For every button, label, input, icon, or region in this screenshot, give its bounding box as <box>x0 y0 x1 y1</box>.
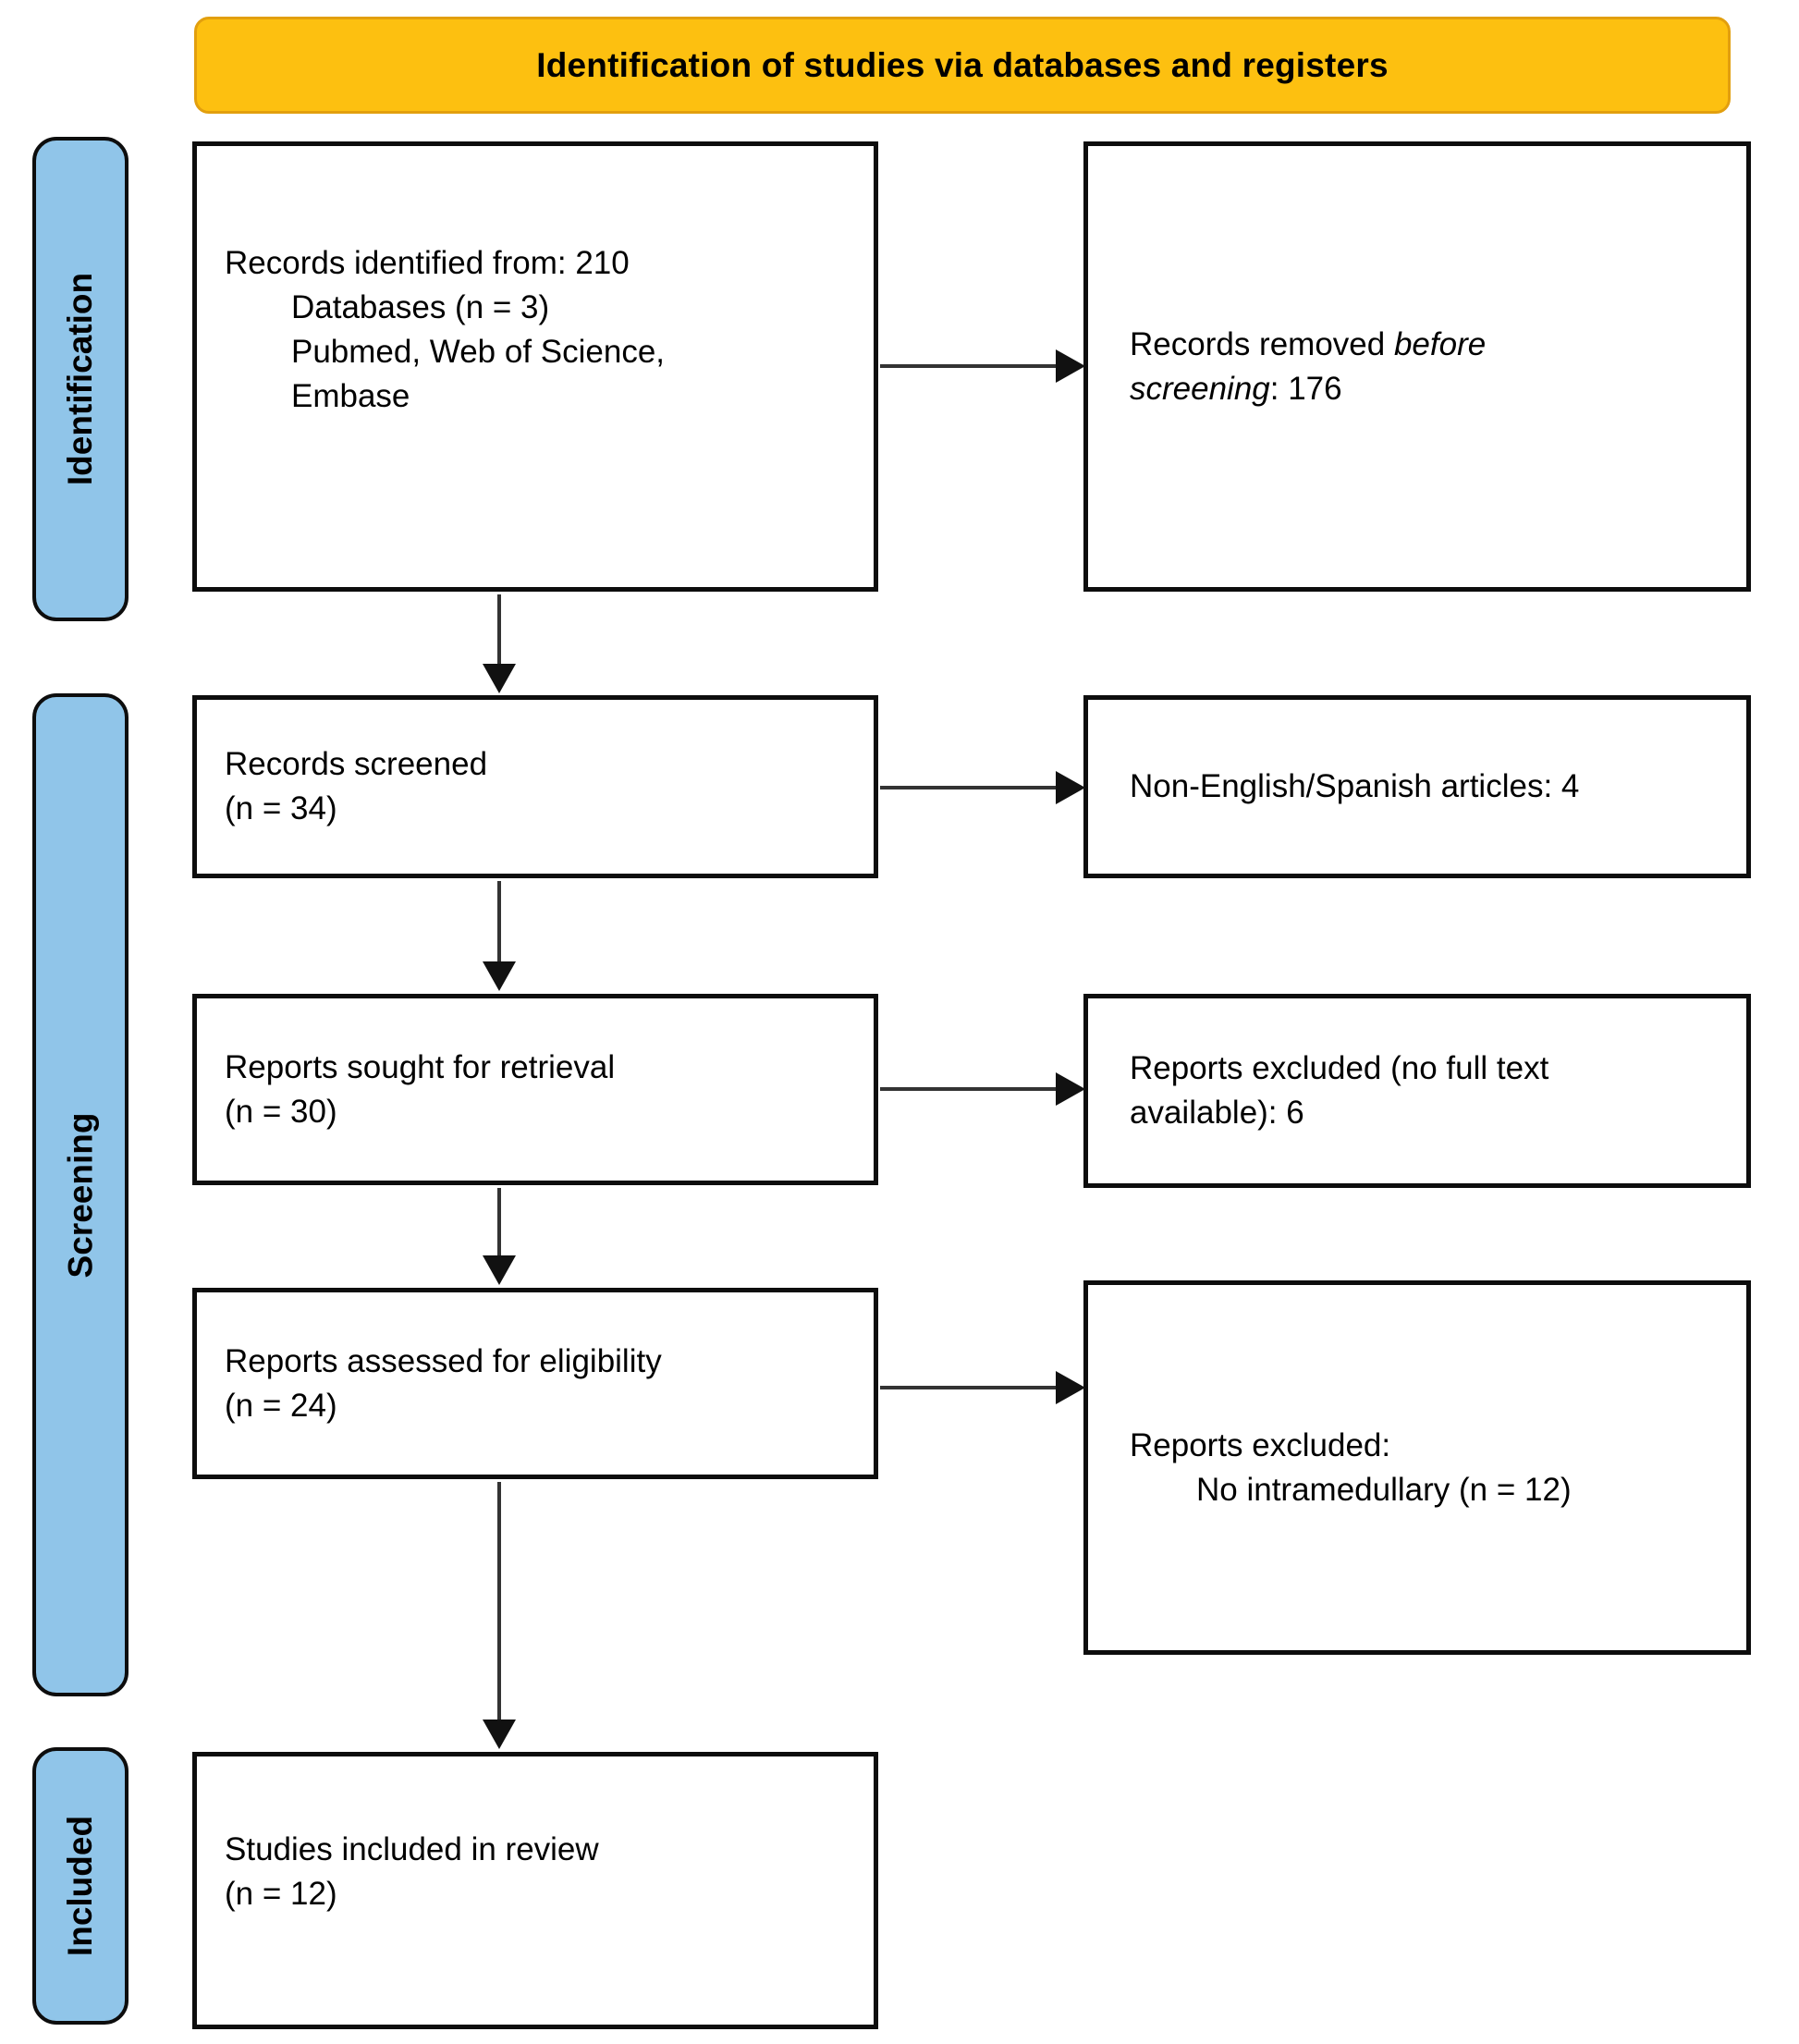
records-removed-line-2: screening: 176 <box>1130 370 1342 407</box>
reports-excluded-line-1: Reports excluded: <box>1130 1426 1391 1463</box>
records-screened-line-2: (n = 34) <box>225 790 337 826</box>
records-identified-line-3: Pubmed, Web of Science, <box>291 333 666 370</box>
arrow-identified-to-screened <box>483 594 516 693</box>
arrow-sought-to-excluded-fulltext <box>880 1072 1085 1106</box>
stage-label-screening: Screening <box>61 1112 99 1278</box>
studies-included-line-2: (n = 12) <box>225 1876 337 1912</box>
box-reports-sought: Reports sought for retrieval (n = 30) <box>192 994 878 1185</box>
records-identified-line-4: Embase <box>291 377 410 414</box>
arrow-screened-to-nonenglish <box>880 771 1085 804</box>
records-screened-line-1: Records screened <box>225 746 488 782</box>
reports-sought-line-2: (n = 30) <box>225 1093 337 1130</box>
stage-label-identification: Identification <box>61 272 100 486</box>
records-removed-line-1: Records removed before <box>1130 325 1487 362</box>
box-records-screened: Records screened (n = 34) <box>192 695 878 878</box>
reports-assessed-line-1: Reports assessed for eligibility <box>225 1342 662 1379</box>
arrow-sought-to-assessed <box>483 1188 516 1285</box>
box-reports-assessed: Reports assessed for eligibility (n = 24… <box>192 1288 878 1479</box>
reports-excluded-fulltext-line-1: Reports excluded (no full text <box>1130 1050 1549 1086</box>
box-reports-excluded: Reports excluded: No intramedullary (n =… <box>1083 1280 1751 1655</box>
arrow-assessed-to-excluded <box>880 1371 1085 1404</box>
non-english-line-1: Non-English/Spanish articles: 4 <box>1130 768 1580 804</box>
arrow-assessed-to-included <box>483 1482 516 1749</box>
stage-bar-identification: Identification <box>32 137 128 621</box>
box-reports-excluded-fulltext: Reports excluded (no full text available… <box>1083 994 1751 1188</box>
arrow-identified-to-removed <box>880 349 1085 383</box>
header-title: Identification of studies via databases … <box>536 45 1389 84</box>
header-banner: Identification of studies via databases … <box>194 17 1731 114</box>
box-non-english-excluded: Non-English/Spanish articles: 4 <box>1083 695 1751 878</box>
reports-sought-line-1: Reports sought for retrieval <box>225 1048 616 1085</box>
box-records-identified: Records identified from: 210 Databases (… <box>192 141 878 592</box>
box-records-removed: Records removed before screening: 176 <box>1083 141 1751 592</box>
reports-excluded-fulltext-line-2: available): 6 <box>1130 1095 1304 1131</box>
records-identified-line-1: Records identified from: 210 <box>225 244 630 281</box>
stage-label-included: Included <box>61 1815 99 1957</box>
reports-excluded-line-2: No intramedullary (n = 12) <box>1196 1471 1572 1508</box>
stage-bar-screening: Screening <box>32 693 128 1696</box>
records-identified-line-2: Databases (n = 3) <box>291 288 550 325</box>
studies-included-line-1: Studies included in review <box>225 1831 599 1867</box>
box-studies-included: Studies included in review (n = 12) <box>192 1752 878 2029</box>
reports-assessed-line-2: (n = 24) <box>225 1387 337 1424</box>
stage-bar-included: Included <box>32 1747 128 2025</box>
arrow-screened-to-sought <box>483 881 516 991</box>
